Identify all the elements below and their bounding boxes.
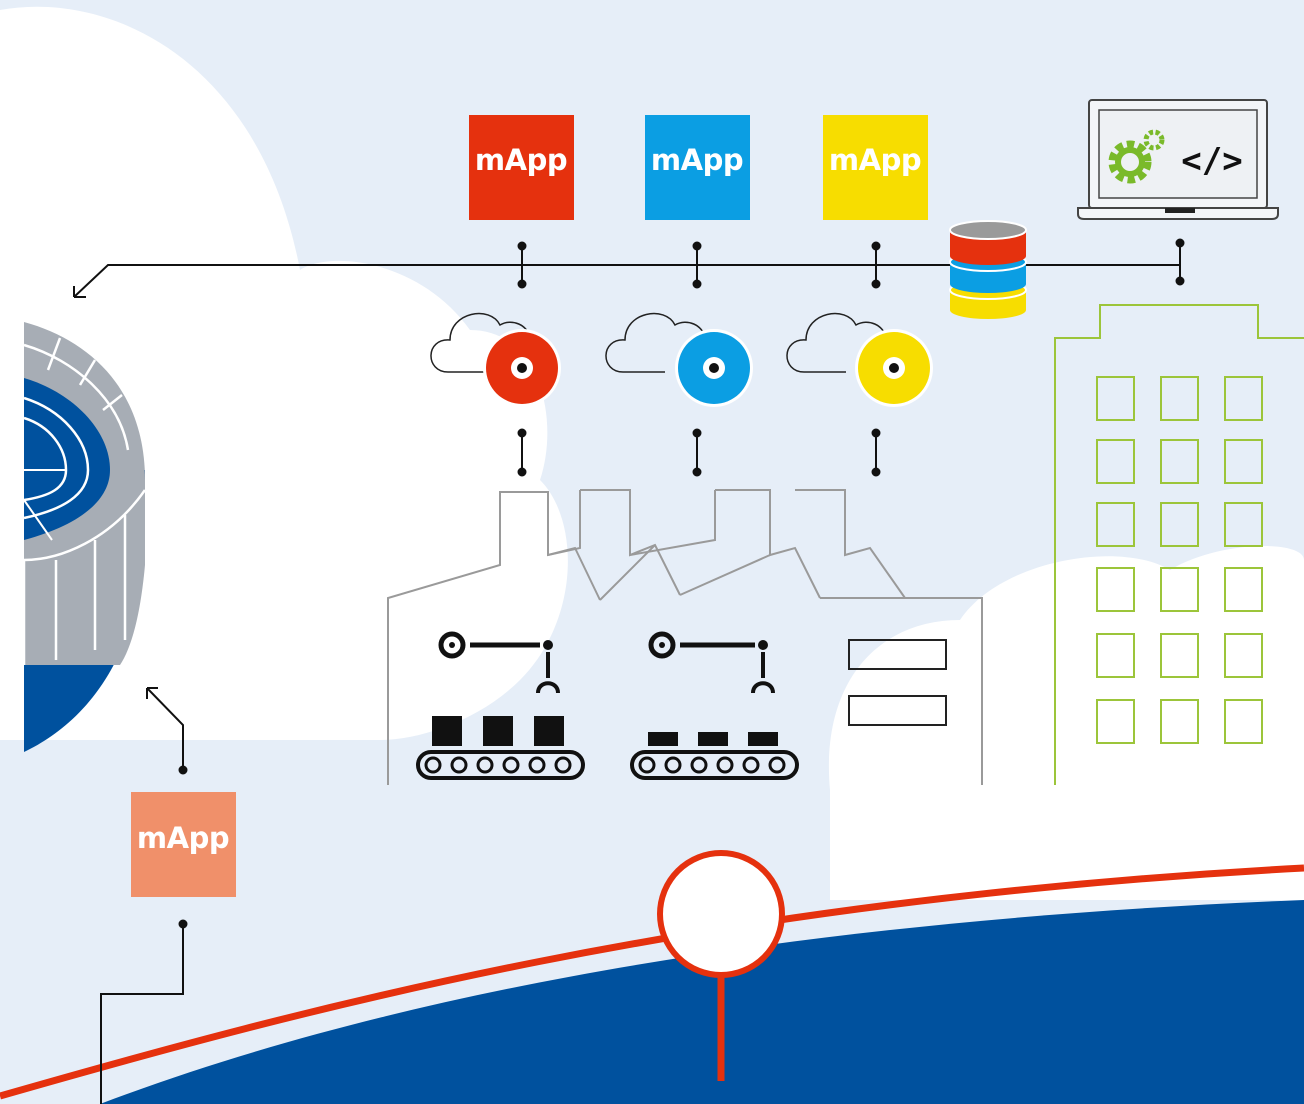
cloud-disc-icon-yellow bbox=[786, 312, 933, 407]
database-icon bbox=[949, 220, 1027, 319]
bottom-wave bbox=[100, 900, 1304, 1104]
robot-arm-icon-2 bbox=[648, 631, 775, 694]
network-bus bbox=[73, 264, 1180, 298]
mapp-tile-blue: mApp bbox=[645, 115, 750, 220]
office-building bbox=[1054, 304, 1304, 785]
building-windows bbox=[1096, 376, 1263, 744]
control-panel-icon bbox=[848, 639, 947, 726]
mapp-tile-yellow-label: mApp bbox=[829, 143, 921, 177]
factory-building bbox=[387, 489, 983, 785]
gear-icon bbox=[1108, 129, 1165, 184]
connectors bbox=[517, 238, 1185, 477]
conveyor-icon-2 bbox=[630, 732, 799, 780]
network-node bbox=[657, 850, 785, 1081]
mapp-tile-red: mApp bbox=[469, 115, 574, 220]
conveyor-icon-1 bbox=[416, 716, 585, 780]
mapp-tile-edge: mApp bbox=[131, 792, 236, 897]
mapp-tile-blue-label: mApp bbox=[651, 143, 743, 177]
laptop-icon: </> bbox=[1077, 99, 1279, 220]
mapp-tile-yellow: mApp bbox=[823, 115, 928, 220]
red-curve bbox=[0, 864, 1304, 1100]
cloud-disc-icon-blue bbox=[605, 312, 753, 407]
mapp-tile-edge-label: mApp bbox=[137, 821, 229, 855]
mapp-tile-red-label: mApp bbox=[475, 143, 567, 177]
edge-connectors bbox=[100, 687, 188, 1104]
cloud-disc-icon-red bbox=[430, 312, 561, 407]
robot-arm-icon-1 bbox=[438, 631, 560, 694]
automation-tower-icon bbox=[22, 322, 147, 752]
code-icon-label: </> bbox=[1181, 141, 1242, 181]
